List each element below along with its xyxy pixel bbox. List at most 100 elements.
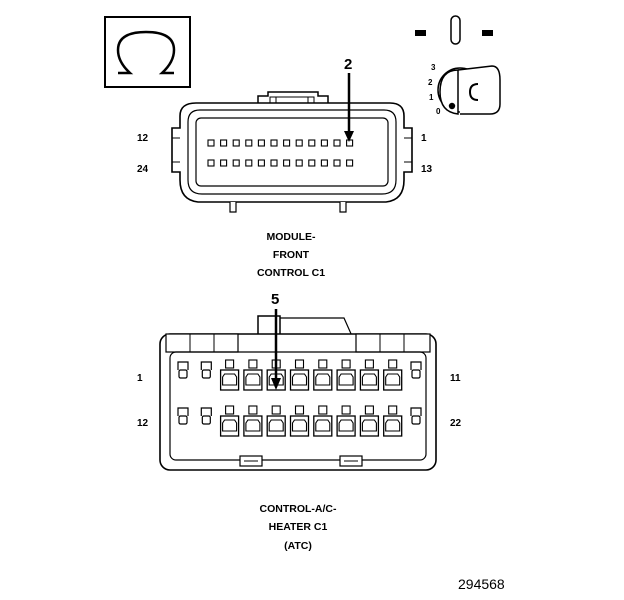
c2-large-cavity bbox=[289, 369, 310, 391]
c1-pin-cavity bbox=[295, 159, 303, 167]
c1-pin-cavity bbox=[207, 159, 215, 167]
figure-number: 294568 bbox=[458, 576, 505, 592]
c2-cavity-neck bbox=[225, 405, 235, 415]
c1-pin-cavity bbox=[257, 139, 265, 147]
c2-large-cavity bbox=[266, 415, 286, 437]
c1-pin-cavity bbox=[346, 159, 354, 167]
c2-caption-line3: (ATC) bbox=[284, 540, 312, 552]
c2-large-cavity bbox=[289, 415, 310, 437]
ohm-icon bbox=[116, 30, 176, 75]
c2-large-cavity bbox=[383, 369, 403, 391]
c1-pin-1-label: 1 bbox=[421, 133, 427, 144]
c1-pin-cavity bbox=[320, 159, 328, 167]
c2-large-cavity-terminal bbox=[338, 373, 354, 386]
c1-pin-cavity bbox=[308, 159, 316, 167]
c1-pin-cavity bbox=[283, 139, 291, 147]
c2-large-cavity bbox=[359, 415, 380, 437]
c2-large-cavity-terminal bbox=[385, 419, 401, 432]
c2-large-cavity-terminal bbox=[361, 419, 377, 432]
c2-large-cavity bbox=[359, 369, 380, 391]
c2-large-cavity-terminal bbox=[222, 373, 238, 386]
callout-5-label: 5 bbox=[271, 291, 279, 308]
key-position-3: 3 bbox=[431, 63, 436, 72]
c2-small-cavity-socket bbox=[201, 369, 211, 379]
c2-cavity-neck bbox=[318, 405, 328, 415]
c2-large-cavity-terminal bbox=[291, 373, 308, 386]
c1-pin-cavity bbox=[245, 159, 253, 167]
c2-small-cavity-socket bbox=[201, 415, 211, 425]
c2-large-cavity-terminal bbox=[338, 419, 354, 432]
c2-small-cavity bbox=[200, 407, 212, 416]
c2-large-cavity bbox=[313, 369, 333, 391]
c2-large-cavity-terminal bbox=[245, 373, 261, 386]
ohm-symbol-box bbox=[104, 16, 191, 88]
ac-heater-c1-pin-grid bbox=[177, 359, 422, 437]
c2-cavity-neck bbox=[364, 359, 374, 369]
c1-pin-cavity bbox=[308, 139, 316, 147]
c2-large-cavity bbox=[336, 369, 356, 391]
c2-pin-11-label: 11 bbox=[450, 373, 461, 384]
c2-small-cavity bbox=[410, 407, 422, 416]
c2-cavity-neck bbox=[248, 359, 258, 369]
c2-cavity-neck bbox=[388, 359, 398, 369]
c2-caption-line2: HEATER C1 bbox=[269, 521, 328, 533]
c1-pin-cavity bbox=[283, 159, 291, 167]
front-control-c1-connector bbox=[171, 91, 413, 213]
c2-large-cavity-terminal bbox=[385, 373, 401, 386]
c2-large-cavity-terminal bbox=[245, 419, 261, 432]
c2-large-cavity bbox=[219, 369, 240, 391]
c2-small-cavity bbox=[177, 361, 189, 370]
c2-large-cavity-terminal bbox=[268, 419, 284, 432]
c2-cavity-neck bbox=[388, 405, 398, 415]
c1-pin-cavity bbox=[257, 159, 265, 167]
c2-pin-1-label: 1 bbox=[137, 373, 143, 384]
callout-2: 2 bbox=[344, 56, 354, 142]
c2-caption-line1: CONTROL-A/C- bbox=[260, 503, 337, 515]
c2-large-cavity bbox=[219, 415, 240, 437]
c2-cavity-neck bbox=[341, 405, 351, 415]
c2-large-cavity bbox=[383, 415, 403, 437]
c1-pin-cavity bbox=[245, 139, 253, 147]
c2-cavity-neck bbox=[225, 359, 235, 369]
c2-large-cavity-terminal bbox=[268, 373, 284, 386]
c2-large-cavity-terminal bbox=[222, 419, 238, 432]
c2-cavity-neck bbox=[318, 359, 328, 369]
c2-large-cavity bbox=[313, 415, 333, 437]
key-position-2: 2 bbox=[428, 78, 433, 87]
c1-pin-cavity bbox=[207, 139, 215, 147]
c1-pin-cavity bbox=[320, 139, 328, 147]
c2-cavity-neck bbox=[294, 405, 305, 415]
c1-pin-cavity bbox=[346, 139, 354, 147]
c1-pin-cavity bbox=[295, 139, 303, 147]
c2-small-cavity-socket bbox=[178, 415, 188, 425]
c2-cavity-neck bbox=[248, 405, 258, 415]
ignition-key-icon: 3 2 1 0 bbox=[415, 15, 501, 116]
c1-pin-cavity bbox=[333, 139, 341, 147]
c1-caption-line1: MODULE- bbox=[267, 231, 316, 243]
c1-caption-line3: CONTROL C1 bbox=[257, 267, 325, 279]
c1-pin-cavity bbox=[220, 159, 228, 167]
c2-large-cavity-terminal bbox=[315, 373, 331, 386]
callout-5: 5 bbox=[271, 291, 281, 390]
c1-pin-13-label: 13 bbox=[421, 164, 433, 175]
c2-large-cavity-terminal bbox=[315, 419, 331, 432]
callout-2-label: 2 bbox=[344, 56, 352, 73]
c2-pin-12-label: 12 bbox=[137, 418, 149, 429]
c2-small-cavity bbox=[200, 361, 212, 370]
c2-small-cavity bbox=[410, 361, 422, 370]
key-position-1: 1 bbox=[429, 93, 434, 102]
c1-pin-cavity bbox=[232, 139, 240, 147]
c2-small-cavity bbox=[177, 407, 189, 416]
c2-cavity-neck bbox=[364, 405, 374, 415]
front-control-c1-pin-grid bbox=[207, 139, 354, 167]
c1-pin-cavity bbox=[270, 159, 278, 167]
c2-large-cavity bbox=[243, 369, 263, 391]
c1-pin-cavity bbox=[270, 139, 278, 147]
c2-small-cavity-socket bbox=[411, 415, 421, 425]
c1-pin-cavity bbox=[220, 139, 228, 147]
c2-cavity-neck bbox=[294, 359, 305, 369]
key-position-0: 0 bbox=[436, 107, 441, 116]
c1-pin-24-label: 24 bbox=[137, 164, 149, 175]
c1-caption-line2: FRONT bbox=[273, 249, 310, 261]
